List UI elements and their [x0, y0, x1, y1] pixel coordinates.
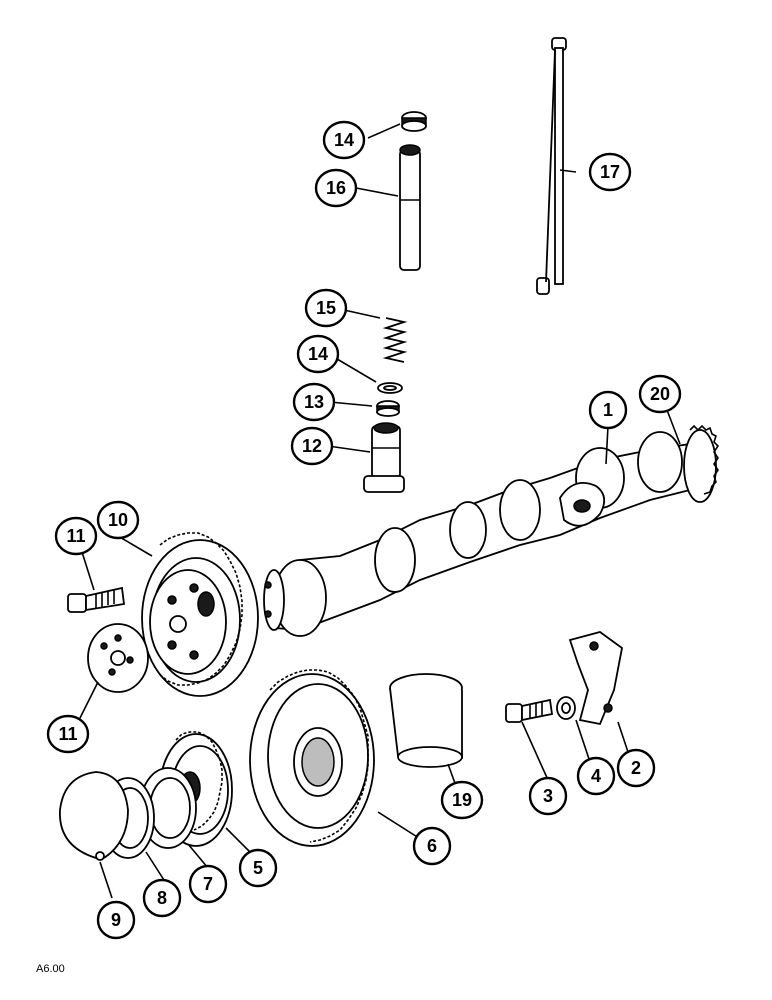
svg-text:19: 19: [452, 790, 472, 810]
callout-19: 19: [440, 780, 484, 820]
callout-9: 9: [96, 900, 136, 940]
svg-text:13: 13: [304, 392, 324, 412]
bushing: [389, 673, 463, 768]
svg-text:6: 6: [427, 836, 437, 856]
retaining-plate: [87, 623, 149, 693]
svg-text:15: 15: [316, 298, 336, 318]
svg-text:10: 10: [108, 510, 128, 530]
leader-lines: [79, 123, 681, 899]
svg-text:3: 3: [543, 786, 553, 806]
svg-text:2: 2: [631, 758, 641, 778]
svg-text:8: 8: [157, 888, 167, 908]
callout-20: 20: [638, 374, 682, 414]
idler-gear: [249, 669, 375, 847]
callout-14-top: 14: [322, 120, 366, 160]
cap-ring-top: [401, 111, 427, 132]
callout-5: 5: [238, 848, 278, 888]
callout-11: 11 11: [46, 714, 90, 754]
callout-7: 7: [188, 864, 228, 904]
svg-text:16: 16: [326, 178, 346, 198]
callout-4: 4: [576, 756, 616, 796]
svg-text:14: 14: [308, 344, 328, 364]
washer-4: [556, 696, 576, 720]
bolt-3: [505, 698, 554, 723]
callout-2: 2: [616, 748, 656, 788]
svg-text:14: 14: [334, 130, 354, 150]
callout-10: 10: [96, 500, 140, 540]
circlip: [59, 771, 129, 861]
callout-11-label: 11: [58, 724, 77, 744]
svg-text:1: 1: [603, 400, 613, 420]
figure-code: A6.00: [36, 963, 65, 975]
thrust-plate: [568, 631, 623, 726]
callout-6: 6: [412, 826, 452, 866]
callout-1: 1: [588, 390, 628, 430]
push-rod: [536, 37, 567, 295]
tappet-tube: [399, 144, 421, 271]
svg-text:5: 5: [253, 858, 263, 878]
callout-14-lower: 13: [292, 382, 336, 422]
svg-text:20: 20: [650, 384, 670, 404]
callout-16: 15: [304, 288, 348, 328]
callout-12: 11: [54, 516, 98, 556]
callout-3: 3: [528, 776, 568, 816]
callout-13: 12: [290, 426, 334, 466]
callout-15: 14: [296, 334, 340, 374]
callout-8: 8: [142, 878, 182, 918]
svg-text:12: 12: [302, 436, 322, 456]
callout-17: 16: [314, 168, 358, 208]
svg-text:7: 7: [203, 874, 213, 894]
camshaft: [263, 424, 720, 637]
svg-text:4: 4: [591, 766, 601, 786]
callout-18: 17: [588, 152, 632, 192]
svg-text:9: 9: [111, 910, 121, 930]
valve-spring: [382, 317, 408, 363]
washer-15: [377, 382, 403, 394]
tappet: [363, 422, 405, 493]
cam-gear: [141, 532, 259, 697]
svg-text:11: 11: [66, 526, 85, 546]
bolt-12: [67, 586, 126, 613]
svg-text:17: 17: [600, 162, 620, 182]
ring-14: [376, 400, 400, 417]
